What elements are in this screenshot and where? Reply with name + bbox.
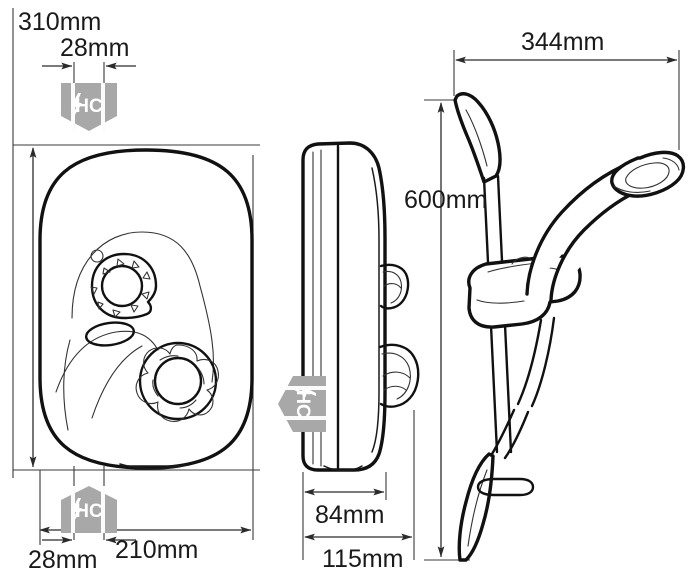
- badge-side-label: HC: [292, 390, 313, 418]
- label-front-width: 210mm: [115, 536, 198, 564]
- flow-control-knob[interactable]: [135, 341, 219, 422]
- front-view-fascia-detail: [55, 231, 214, 431]
- label-inlet-offset-bottom: 28mm: [28, 546, 97, 574]
- label-side-depth-body: 84mm: [315, 501, 384, 529]
- temperature-knob[interactable]: [90, 252, 158, 320]
- badge-side: HC: [278, 376, 326, 432]
- shower-hose: [490, 316, 556, 460]
- handset-slider-bracket[interactable]: [467, 254, 582, 329]
- label-side-depth-total: 115mm: [322, 545, 404, 573]
- label-front-height: 310mm: [18, 8, 101, 36]
- dimension-rail-height: [424, 99, 470, 561]
- side-view-temperature-knob: [379, 263, 410, 310]
- label-inlet-offset-top: 28mm: [60, 34, 129, 62]
- side-view-extension-lines: [302, 410, 415, 560]
- power-indicator-led: [90, 249, 104, 263]
- dimension-rail-reach: [453, 50, 680, 150]
- badge-front-top: HC: [61, 83, 117, 131]
- brand-oval-plate: [84, 321, 136, 347]
- label-rail-height: 600mm: [404, 186, 487, 214]
- label-rail-reach: 344mm: [521, 28, 604, 56]
- side-view-flow-knob: [378, 343, 420, 408]
- badge-front-bottom-label: HC: [75, 501, 103, 522]
- badge-front-top-label: HC: [75, 96, 103, 117]
- shower-handset: [525, 150, 686, 302]
- badge-front-bottom: HC: [61, 486, 117, 533]
